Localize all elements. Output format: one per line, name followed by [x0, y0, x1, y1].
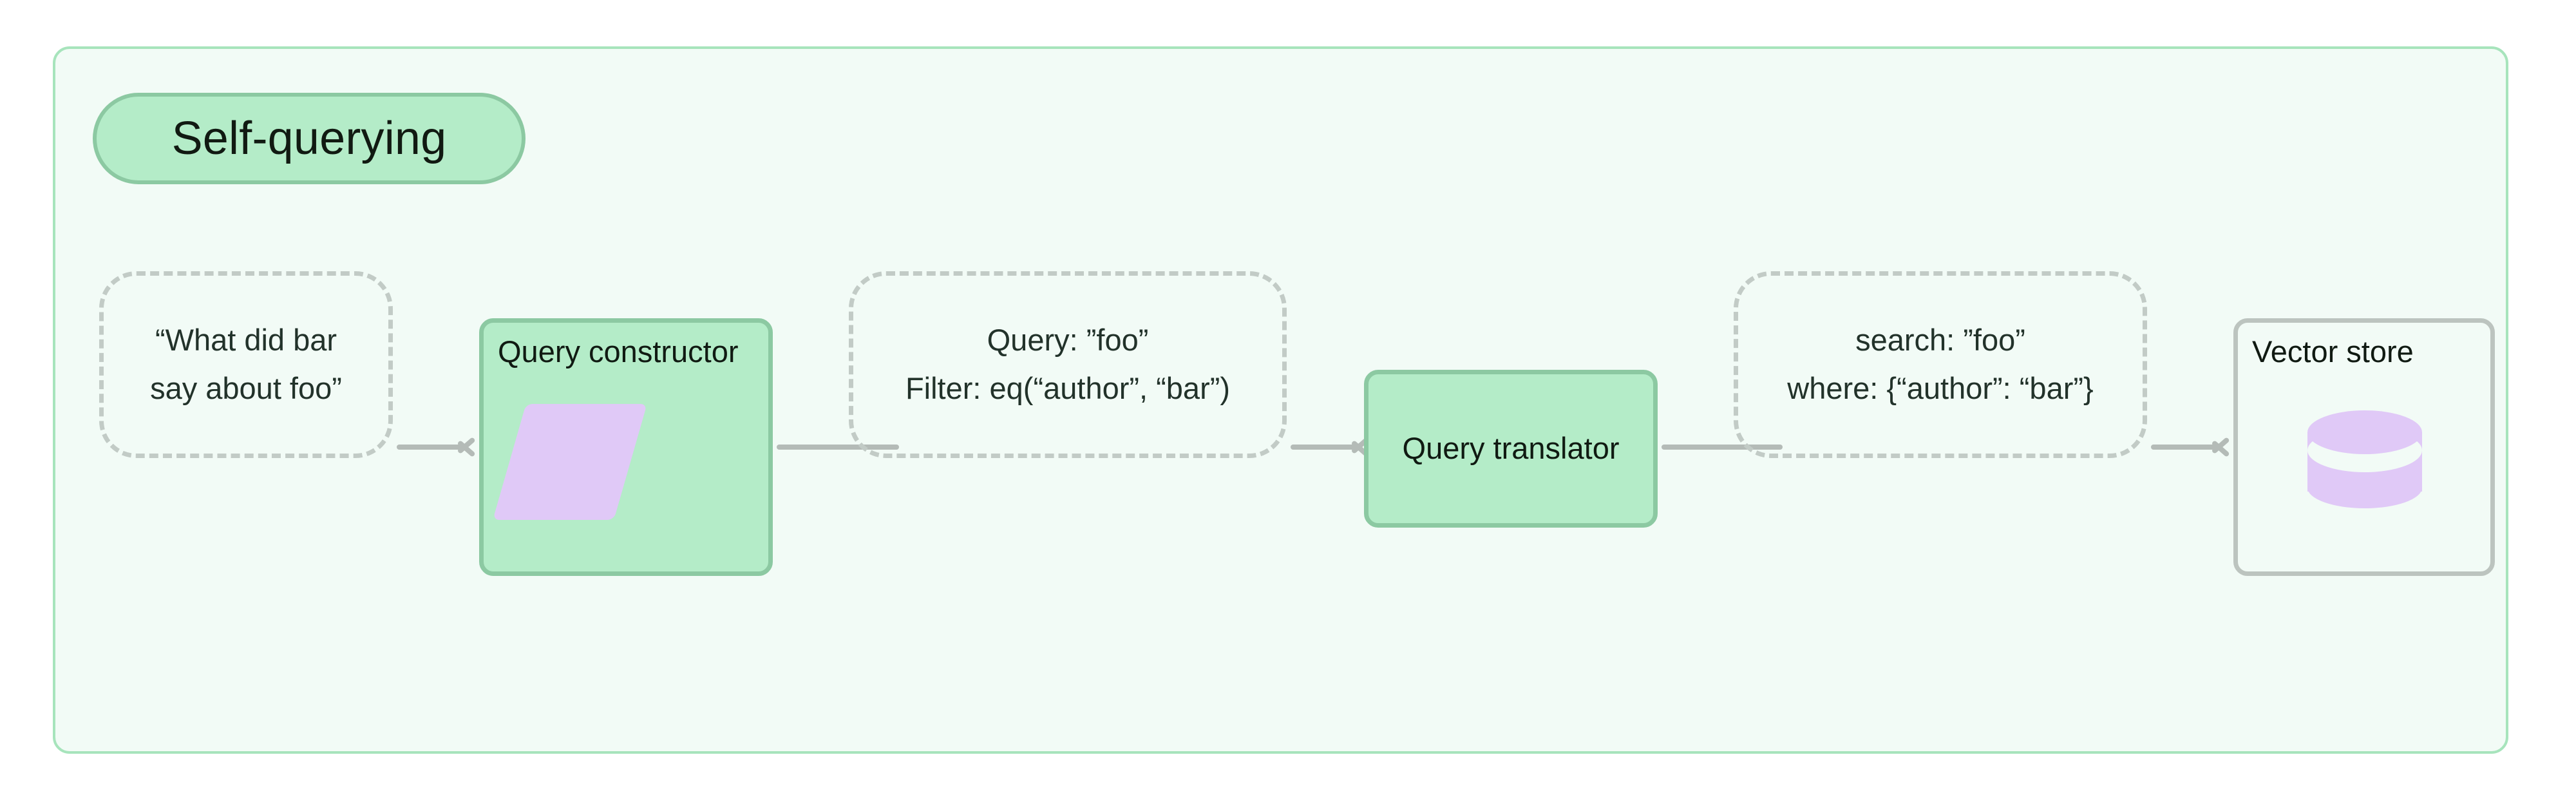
connector-translated-query-to-vector-store: [2151, 434, 2233, 460]
connector-structured-query-to-query-translator: [1291, 434, 1373, 460]
node-structured-query: Query: ”foo” Filter: eq(“author”, “bar”): [849, 271, 1287, 458]
group-title-label: Self-querying: [171, 113, 447, 164]
cylinder-top: [2307, 410, 2422, 454]
node-vector-store[interactable]: Vector store: [2233, 318, 2495, 576]
node-query-translator[interactable]: Query translator: [1364, 370, 1658, 528]
parallelogram-icon: [493, 404, 647, 520]
connector-shaft: [777, 445, 899, 450]
connector-query-translator-to-translated-query: [1662, 434, 1783, 460]
connector-user-question-to-query-constructor: [397, 434, 479, 460]
connector-shaft: [1291, 445, 1355, 450]
arrowhead-icon: [457, 436, 479, 458]
node-translated-query: search: ”foo” where: {“author”: “bar”}: [1734, 271, 2147, 458]
connector-query-constructor-to-structured-query: [777, 434, 899, 460]
node-query-constructor[interactable]: Query constructor: [479, 318, 773, 576]
self-querying-diagram-frame: Self-querying “What did bar say about fo…: [53, 46, 2508, 754]
query-translator-title: Query translator: [1402, 431, 1620, 466]
connector-shaft: [1662, 445, 1783, 450]
user-question-line-2: say about foo”: [150, 371, 342, 405]
node-user-question: “What did bar say about foo”: [99, 271, 393, 458]
cylinder-bottom: [2307, 467, 2422, 508]
structured-query-line-2: Filter: eq(“author”, “bar”): [905, 371, 1231, 405]
translated-query-line-1: search: ”foo”: [1855, 323, 2025, 358]
user-question-line-1: “What did bar: [155, 323, 337, 358]
database-cylinder-icon: [2307, 410, 2422, 508]
group-title-pill: Self-querying: [93, 93, 526, 184]
vector-store-title: Vector store: [2252, 334, 2414, 368]
connector-shaft: [2151, 445, 2215, 450]
query-constructor-title: Query constructor: [498, 334, 739, 368]
structured-query-line-1: Query: ”foo”: [987, 323, 1149, 358]
arrowhead-icon: [2211, 436, 2233, 458]
connector-shaft: [397, 445, 461, 450]
translated-query-line-2: where: {“author”: “bar”}: [1787, 371, 2094, 405]
